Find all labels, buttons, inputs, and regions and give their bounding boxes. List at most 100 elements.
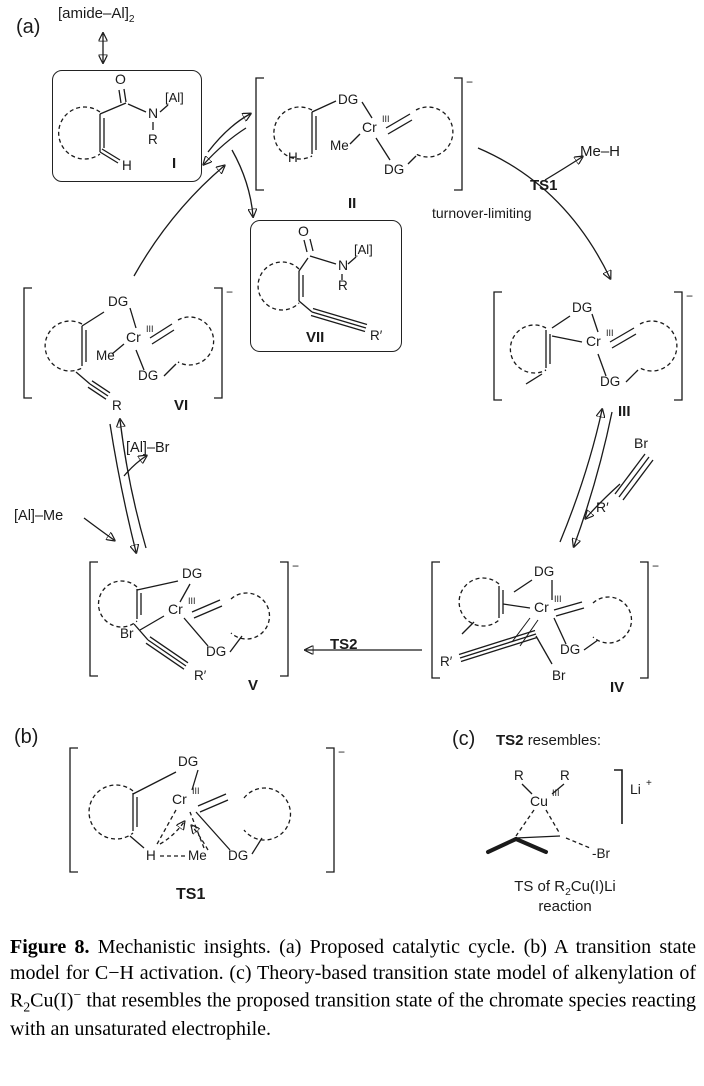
species-iv-label: IV: [610, 679, 624, 696]
v-dg-top-label: DG: [182, 566, 202, 581]
vi-cr-label: Cr: [126, 329, 141, 345]
iv-dg-top-label: DG: [534, 564, 554, 579]
species-v-structure: − DG Cr III Br R′ DG V: [89, 559, 299, 694]
br-leaving-label: -Br: [592, 846, 611, 861]
iii-dg-top-label: DG: [572, 300, 592, 315]
species-vi-structure: − DG Me Cr III DG R VI: [23, 285, 233, 414]
vi-r-label: R: [112, 398, 122, 413]
arrow-ii-iii-ts1: [477, 147, 610, 278]
alkyne-r-prime-label: R′: [596, 499, 609, 515]
iv-cr-oxidation: III: [554, 594, 562, 604]
caption-superscript: −: [73, 987, 82, 1002]
cu-ts-r-right-label: R: [560, 768, 570, 783]
species-ii-brackets: [255, 77, 463, 191]
c-line1-pre: TS of R: [514, 878, 566, 895]
v-dg-bottom-label: DG: [206, 644, 226, 659]
v-r-prime-label: R′: [194, 668, 207, 683]
caption-text-1: Mechanistic insights. (a) Proposed catal…: [10, 936, 696, 1012]
species-vi-brackets: [23, 287, 223, 399]
panel-b-label: (b): [14, 726, 39, 748]
arrow-iii-iv-equilibrium: [559, 410, 621, 546]
ts1-bonds: [88, 769, 292, 857]
li-plus-charge: +: [646, 778, 652, 789]
i-r-label: R: [148, 132, 158, 147]
species-iii-bonds: [509, 313, 678, 385]
cu-ts-bonds: [486, 769, 623, 854]
vii-r-label: R: [338, 278, 348, 293]
v-cr-oxidation: III: [188, 596, 196, 606]
iv-charge: −: [652, 559, 659, 573]
panel-c-caption-line1: TS of R2Cu(I)Li: [472, 878, 658, 898]
iii-cr-label: Cr: [586, 333, 601, 349]
panel-c-caption: TS of R2Cu(I)Li reaction: [472, 878, 658, 915]
vii-r-prime-label: R′: [370, 328, 383, 343]
ts1-h-label: H: [146, 848, 156, 863]
species-vii-label: VII: [306, 329, 324, 346]
iv-dg-bottom-label: DG: [560, 642, 580, 657]
ii-charge: −: [466, 75, 473, 89]
amide-al-text: [amide–Al]: [58, 5, 129, 22]
vi-dg-top-label: DG: [108, 294, 128, 309]
al-me-label: [Al]–Me: [14, 508, 64, 524]
species-vii-bonds: [257, 238, 368, 333]
vii-al-label: [Al]: [354, 242, 373, 257]
cu-label: Cu: [530, 793, 548, 809]
ii-cr-label: Cr: [362, 119, 377, 135]
species-vi-label: VI: [174, 397, 188, 414]
iii-cr-oxidation: III: [606, 328, 614, 338]
caption-figure-number: Figure 8.: [10, 936, 90, 958]
amide-al-subscript: 2: [128, 14, 135, 25]
cu-ts-structure: R R Cu III Li + -Br: [486, 768, 652, 861]
iii-charge: −: [686, 289, 693, 303]
caption-text-2: Cu(I): [30, 989, 74, 1012]
species-ii-structure: − DG Cr III Me H DG II: [255, 75, 473, 212]
vi-cr-oxidation: III: [146, 324, 154, 334]
ts1-me-label: Me: [188, 848, 207, 863]
i-n-label: N: [148, 105, 158, 121]
c-line1-sub: 2: [565, 887, 571, 898]
species-iii-label: III: [618, 403, 631, 420]
i-o-label: O: [115, 71, 126, 87]
panel-c-resembles: resembles:: [527, 732, 602, 749]
ts1-dg-top-label: DG: [178, 754, 198, 769]
panel-c-label: (c): [452, 728, 476, 750]
alkyne-reagent-bond: [614, 453, 654, 501]
amide-al-dimer-label: [amide–Al]2: [58, 5, 135, 25]
ts1-cr-oxidation: III: [192, 786, 200, 796]
ts1-cr-label: Cr: [172, 791, 187, 807]
ts1-annotation: TS1: [530, 177, 558, 194]
ii-me-label: Me: [330, 138, 349, 153]
species-iii-structure: − DG Cr III DG III: [493, 289, 693, 420]
species-v-brackets: [89, 561, 289, 677]
v-cr-label: Cr: [168, 601, 183, 617]
species-ii-label: II: [348, 195, 356, 212]
i-al-label: [Al]: [165, 90, 184, 105]
arrow-i-ii-equilibrium: [133, 114, 253, 277]
species-iii-brackets: [493, 291, 683, 401]
al-br-label: [Al]–Br: [126, 440, 170, 456]
species-vi-bonds: [44, 307, 215, 400]
ts1-structure-label: TS1: [176, 886, 206, 903]
species-ii-bonds: [273, 100, 454, 165]
ii-dg-top-label: DG: [338, 92, 358, 107]
species-i-structure: O N [Al] R H I: [58, 71, 184, 173]
caption-text-3: that resembles the proposed transition s…: [10, 989, 696, 1041]
cu-ts-r-left-label: R: [514, 768, 524, 783]
species-i-bonds: [58, 88, 169, 164]
ts2-annotation: TS2: [330, 636, 358, 653]
panel-c-header: TS2 resembles:: [496, 732, 601, 749]
caption-subscript: 2: [23, 999, 31, 1015]
v-br-label: Br: [120, 626, 134, 641]
species-vii-structure: O N [Al] R R′ VII: [257, 223, 383, 346]
species-iv-brackets: [431, 561, 649, 679]
ii-cr-oxidation: III: [382, 114, 390, 124]
i-h-label: H: [122, 158, 132, 173]
ts1-brackets: [69, 747, 335, 873]
ts1-charge: −: [338, 745, 345, 759]
iv-cr-label: Cr: [534, 599, 549, 615]
figure-caption: Figure 8. Mechanistic insights. (a) Prop…: [10, 934, 696, 1042]
panel-c-caption-line2: reaction: [538, 898, 592, 915]
ts1-dg-bottom-label: DG: [228, 848, 248, 863]
